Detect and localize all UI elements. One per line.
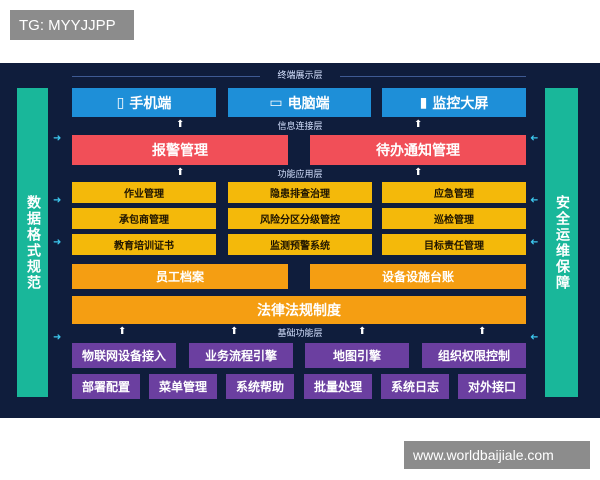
divider (340, 76, 526, 77)
base-item: 部署配置 (72, 374, 140, 399)
base-item: 业务流程引擎 (189, 343, 293, 368)
base-item: 组织权限控制 (422, 343, 526, 368)
architecture-diagram: 数据格式规范 安全运维保障 ➜ ➜ ➜ ➜ ➜ ➜ ➜ ➜ 终端展示层 ▯ 手机… (0, 63, 600, 418)
bar-chart-icon: ▮ (419, 94, 428, 111)
terminal-desktop: ▭ 电脑端 (228, 88, 371, 117)
arrow-up-icon: ⬆ (230, 326, 239, 337)
function-item: 应急管理 (382, 182, 526, 203)
terminal-bigscreen: ▮ 监控大屏 (382, 88, 526, 117)
function-item: 教育培训证书 (72, 234, 216, 255)
arrow-up-icon: ⬆ (176, 119, 185, 130)
todo-notice-management: 待办通知管理 (310, 135, 526, 165)
base-item: 菜单管理 (149, 374, 217, 399)
function-item: 巡检管理 (382, 208, 526, 229)
base-item: 系统帮助 (226, 374, 294, 399)
function-item: 隐患排查治理 (228, 182, 372, 203)
equipment-ledger: 设备设施台账 (310, 264, 526, 289)
arrow-up-icon: ⬆ (358, 326, 367, 337)
arrow-right-icon: ➜ (53, 133, 62, 144)
base-item: 系统日志 (381, 374, 449, 399)
watermark-top: TG: MYYJJPP (10, 10, 134, 40)
monitor-icon: ▭ (269, 94, 283, 111)
terminal-label: 监控大屏 (432, 95, 489, 112)
arrow-left-icon: ➜ (530, 237, 539, 248)
base-item: 地图引擎 (305, 343, 409, 368)
arrow-up-icon: ⬆ (414, 119, 423, 130)
arrow-up-icon: ⬆ (414, 167, 423, 178)
alarm-management: 报警管理 (72, 135, 288, 165)
base-item: 对外接口 (458, 374, 526, 399)
arrow-up-icon: ⬆ (118, 326, 127, 337)
divider (72, 76, 260, 77)
data-format-pillar: 数据格式规范 (17, 88, 48, 397)
function-item: 风险分区分级管控 (228, 208, 372, 229)
arrow-left-icon: ➜ (530, 133, 539, 144)
function-item: 作业管理 (72, 182, 216, 203)
arrow-right-icon: ➜ (53, 237, 62, 248)
law-regulation: 法律法规制度 (72, 296, 526, 324)
employee-archive: 员工档案 (72, 264, 288, 289)
function-item: 目标责任管理 (382, 234, 526, 255)
function-item: 承包商管理 (72, 208, 216, 229)
terminal-mobile: ▯ 手机端 (72, 88, 216, 117)
base-item: 批量处理 (304, 374, 372, 399)
arrow-up-icon: ⬆ (478, 326, 487, 337)
arrow-right-icon: ➜ (53, 332, 62, 343)
terminal-label: 手机端 (129, 95, 172, 112)
phone-icon: ▯ (116, 94, 125, 111)
terminal-label: 电脑端 (287, 95, 330, 112)
arrow-right-icon: ➜ (53, 195, 62, 206)
security-ops-pillar: 安全运维保障 (545, 88, 578, 397)
info-layer-label: 信息连接层 (277, 122, 323, 132)
function-layer-label: 功能应用层 (277, 170, 323, 180)
arrow-left-icon: ➜ (530, 332, 539, 343)
arrow-left-icon: ➜ (530, 195, 539, 206)
arrow-up-icon: ⬆ (176, 167, 185, 178)
base-layer-label: 基础功能层 (277, 329, 323, 339)
function-item: 监测预警系统 (228, 234, 372, 255)
base-item: 物联网设备接入 (72, 343, 176, 368)
watermark-bottom: www.worldbaijiale.com (404, 441, 590, 469)
terminal-layer-label: 终端展示层 (277, 71, 323, 81)
